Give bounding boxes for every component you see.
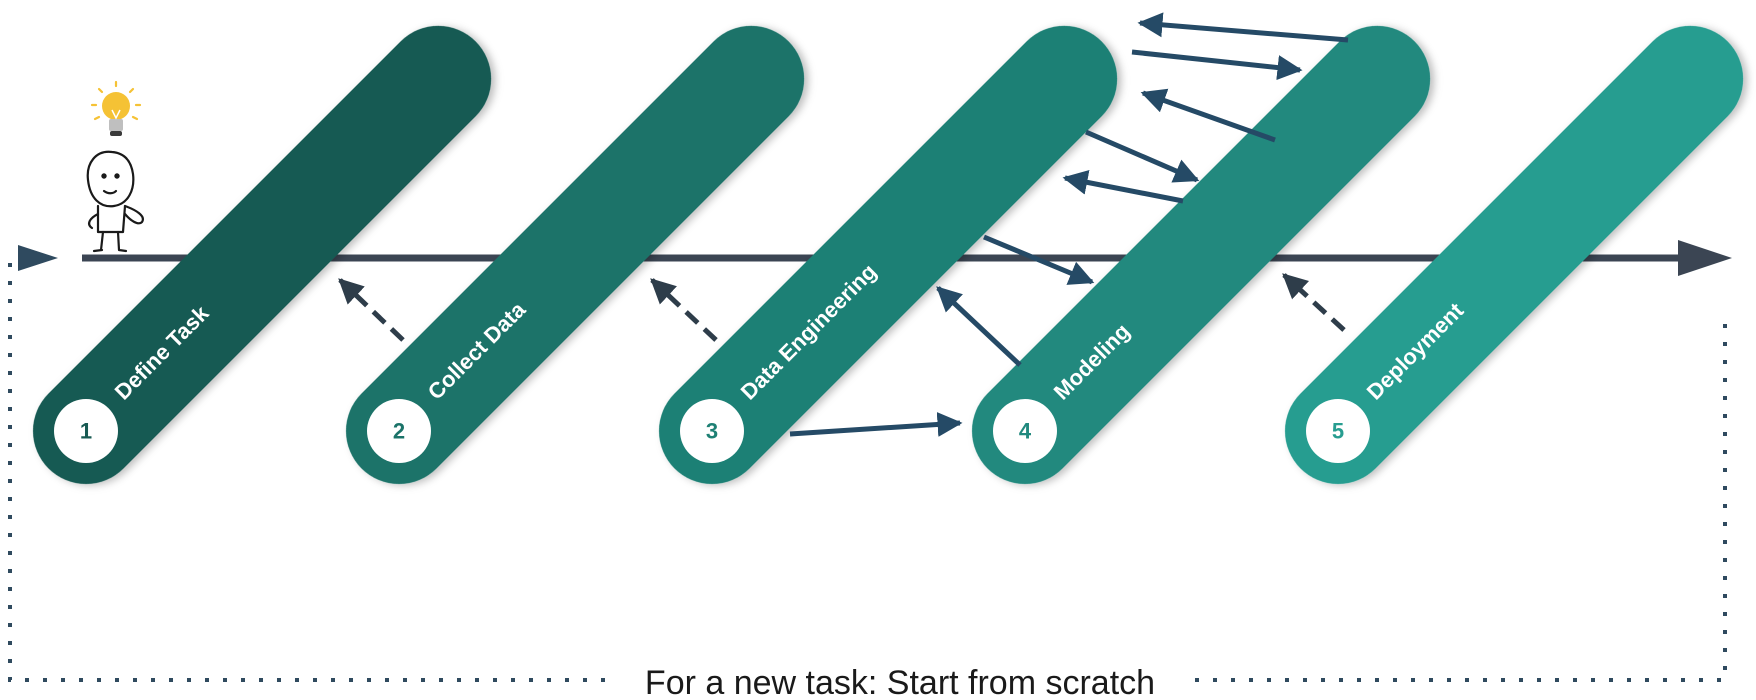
stage-number-badge bbox=[993, 399, 1057, 463]
feedback-arrow-3-to-2 bbox=[650, 278, 718, 342]
timeline-arrowhead bbox=[1678, 240, 1732, 276]
dashed-feedback-arrows bbox=[338, 273, 1346, 342]
loop-entry-arrowhead bbox=[18, 245, 58, 271]
iteration-arrow-4-to-3a bbox=[1140, 88, 1276, 143]
stage-pill bbox=[345, 25, 805, 484]
iteration-arrow-3-to-4c bbox=[789, 411, 963, 437]
stage-number-badge bbox=[680, 399, 744, 463]
stage-number: 4 bbox=[1019, 419, 1032, 444]
stage-number: 3 bbox=[706, 419, 718, 444]
iteration-arrow-3-to-5 bbox=[1131, 49, 1303, 81]
feedback-arrow-5-to-4 bbox=[1282, 273, 1346, 332]
stage-pill bbox=[659, 25, 1118, 484]
loop-path-left bbox=[8, 260, 605, 682]
stage-number-badge bbox=[53, 399, 118, 463]
stage-pill bbox=[972, 25, 1431, 484]
iteration-arrow-3-to-4a bbox=[1085, 129, 1200, 183]
stage-number: 1 bbox=[80, 419, 92, 444]
feedback-arrow-2-to-1 bbox=[338, 278, 405, 342]
iteration-arrows bbox=[789, 12, 1349, 437]
stage-number: 2 bbox=[393, 419, 405, 444]
stage-number: 5 bbox=[1332, 419, 1344, 444]
loop-caption: For a new task: Start from scratch bbox=[645, 664, 1155, 700]
lightbulb-icon bbox=[90, 80, 142, 136]
iteration-arrow-4-to-3b bbox=[1062, 170, 1184, 204]
iteration-arrow-5-to-3 bbox=[1137, 12, 1349, 43]
stage-pill bbox=[1285, 25, 1744, 484]
stage-pill bbox=[33, 25, 492, 484]
iteration-arrow-3-to-4b bbox=[983, 234, 1095, 285]
thinking-person-icon bbox=[86, 150, 144, 253]
stage-number-badge bbox=[367, 399, 431, 463]
iteration-arrow-4-to-3c bbox=[936, 286, 1022, 367]
restart-loop: For a new task: Start from scratch bbox=[8, 245, 1727, 700]
stage-number-badge bbox=[1306, 399, 1370, 463]
